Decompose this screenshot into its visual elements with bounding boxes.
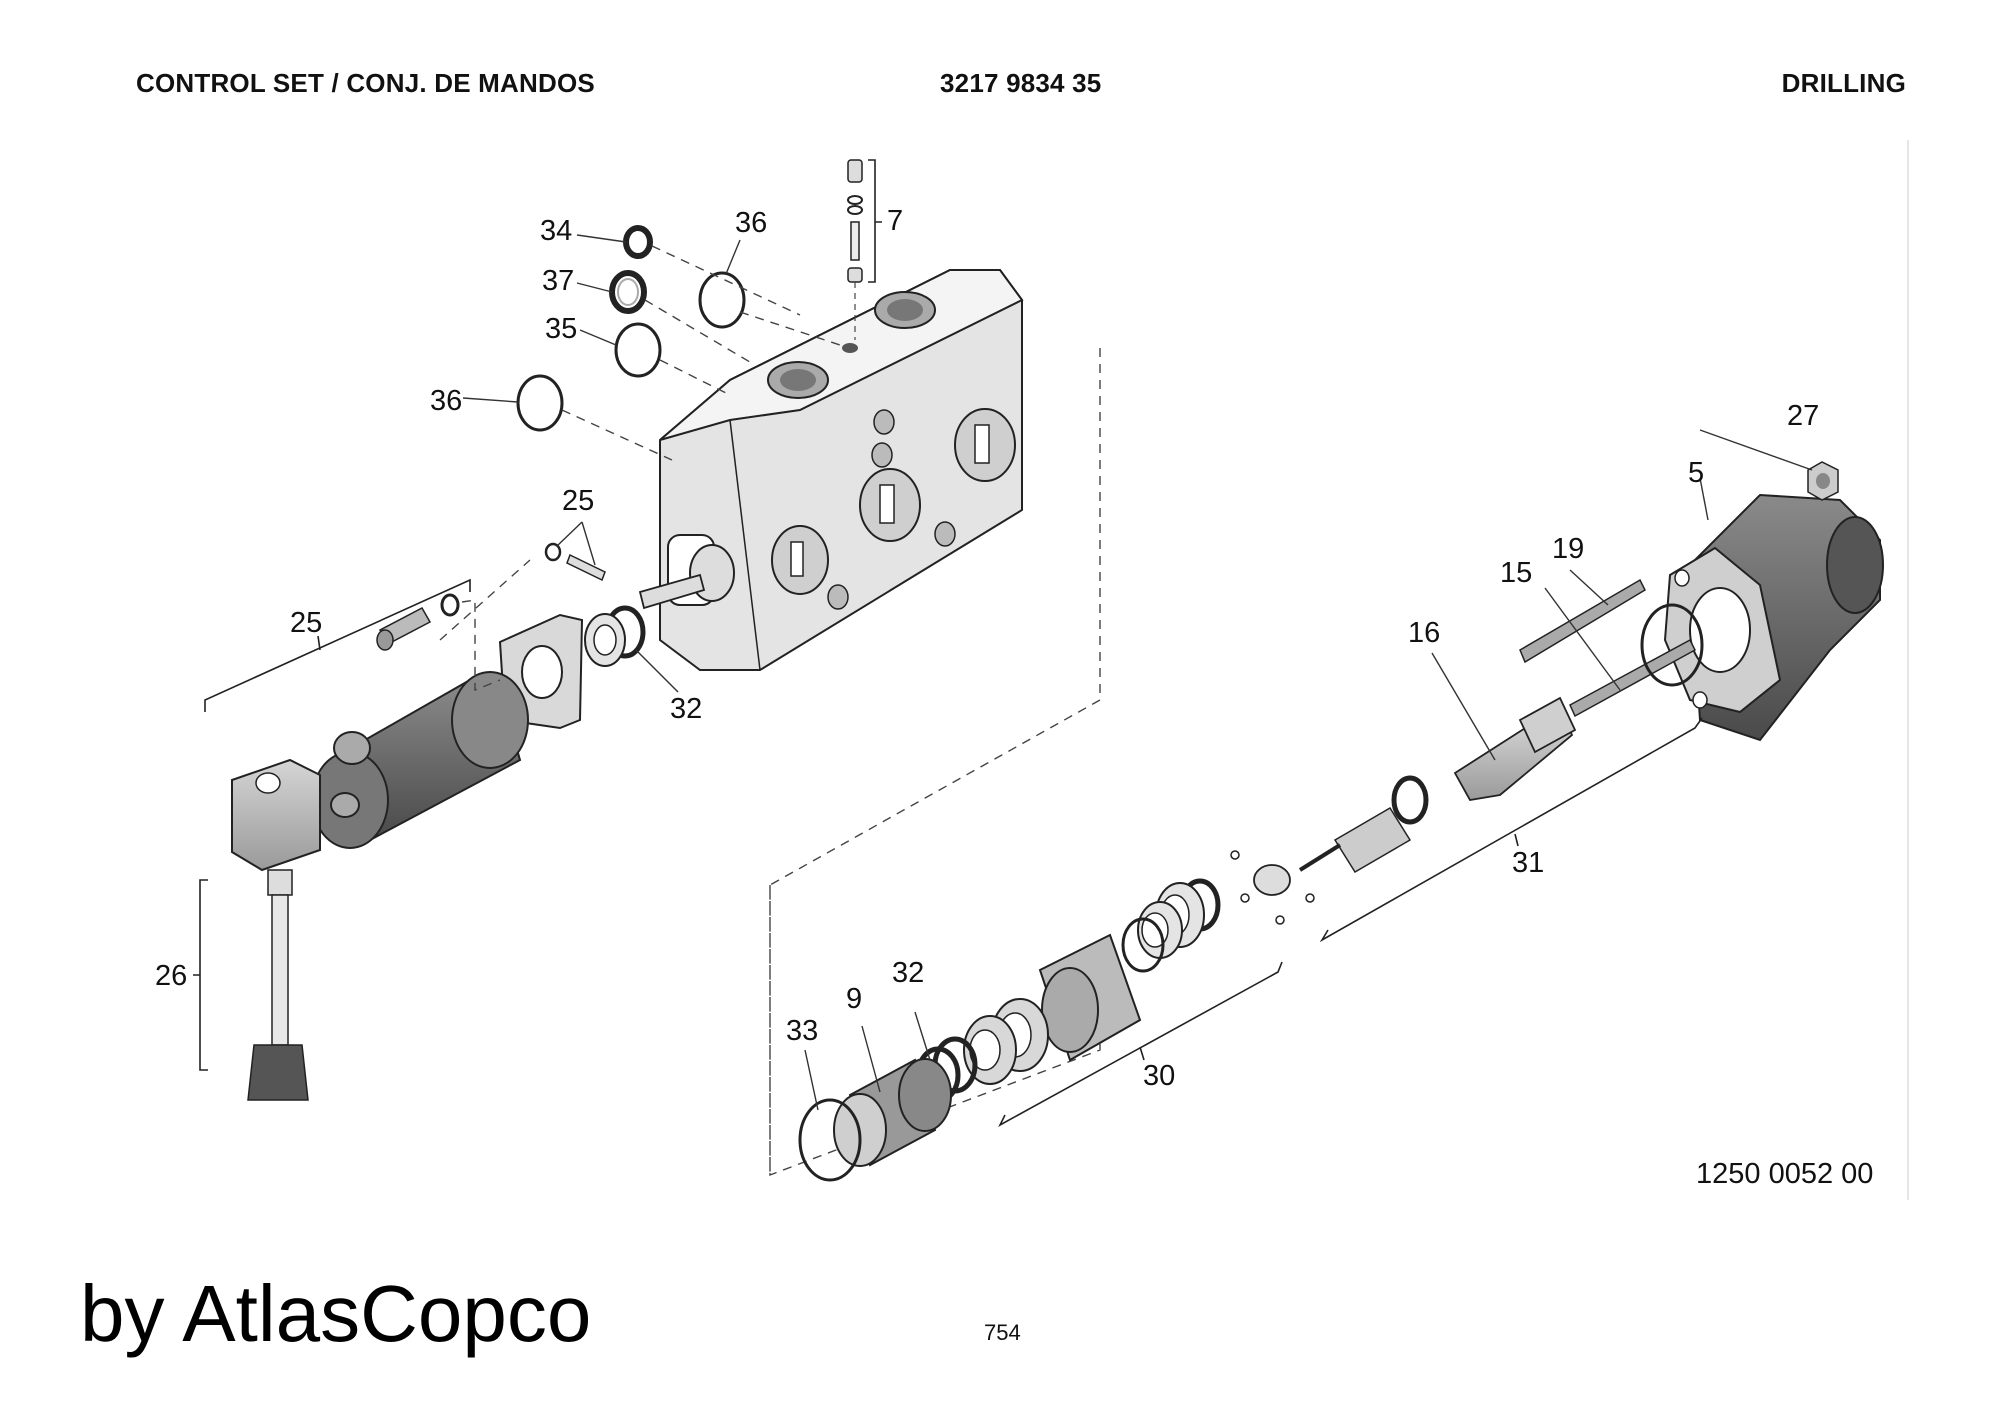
bracket-7 xyxy=(868,159,882,283)
bracket-26 xyxy=(193,879,208,1071)
fitting-group-7 xyxy=(847,159,863,340)
callout-25-upper: 25 xyxy=(562,485,594,517)
callout-15: 15 xyxy=(1500,557,1532,589)
header-section: DRILLING xyxy=(1781,68,1906,98)
header-title: CONTROL SET / CONJ. DE MANDOS xyxy=(136,68,595,98)
callout-32-lower: 32 xyxy=(892,957,924,989)
washer-stack-30 xyxy=(963,878,1221,1085)
leader-lines xyxy=(462,234,1813,1111)
nut-27 xyxy=(1807,461,1839,501)
bracket-30 xyxy=(998,961,1283,1127)
callout-34: 34 xyxy=(540,215,572,247)
callout-35: 35 xyxy=(545,313,577,345)
bracket-31 xyxy=(1319,717,1703,943)
callout-labels: 34 36 7 37 35 36 25 25 32 26 27 5 19 15 … xyxy=(155,205,1819,1092)
callout-19: 19 xyxy=(1552,533,1584,565)
callout-32-upper: 32 xyxy=(670,693,702,725)
guide-dashes-top xyxy=(561,245,841,461)
callout-33: 33 xyxy=(786,1015,818,1047)
callout-36-left: 36 xyxy=(430,385,462,417)
callout-16: 16 xyxy=(1408,617,1440,649)
callout-37: 37 xyxy=(542,265,574,297)
callout-7: 7 xyxy=(887,205,903,237)
seal-rings-top xyxy=(516,225,746,432)
callout-36-top: 36 xyxy=(735,207,767,239)
spool-16 xyxy=(1453,696,1577,801)
callout-30: 30 xyxy=(1143,1060,1175,1092)
bracket-25-lower xyxy=(204,578,471,712)
header-part-number: 3217 9834 35 xyxy=(940,68,1102,98)
callout-26: 26 xyxy=(155,960,187,992)
pins-25 xyxy=(544,542,606,582)
studs-19-15 xyxy=(1519,578,1704,718)
valve-body xyxy=(638,269,1024,671)
spring-ring-31 xyxy=(1230,775,1429,925)
end-cap-5 xyxy=(1663,493,1884,742)
actuator-assembly xyxy=(231,559,584,1101)
callout-9: 9 xyxy=(846,983,862,1015)
seals-32-upper xyxy=(584,605,646,667)
brand-watermark: by AtlasCopco xyxy=(80,1269,592,1358)
ring-33 xyxy=(798,1098,862,1182)
page-number: 754 xyxy=(984,1320,1021,1345)
callout-31: 31 xyxy=(1512,847,1544,879)
callout-27: 27 xyxy=(1787,400,1819,432)
callout-25-lower: 25 xyxy=(290,607,322,639)
callout-5: 5 xyxy=(1688,457,1704,489)
drawing-number: 1250 0052 00 xyxy=(1696,1158,1873,1190)
